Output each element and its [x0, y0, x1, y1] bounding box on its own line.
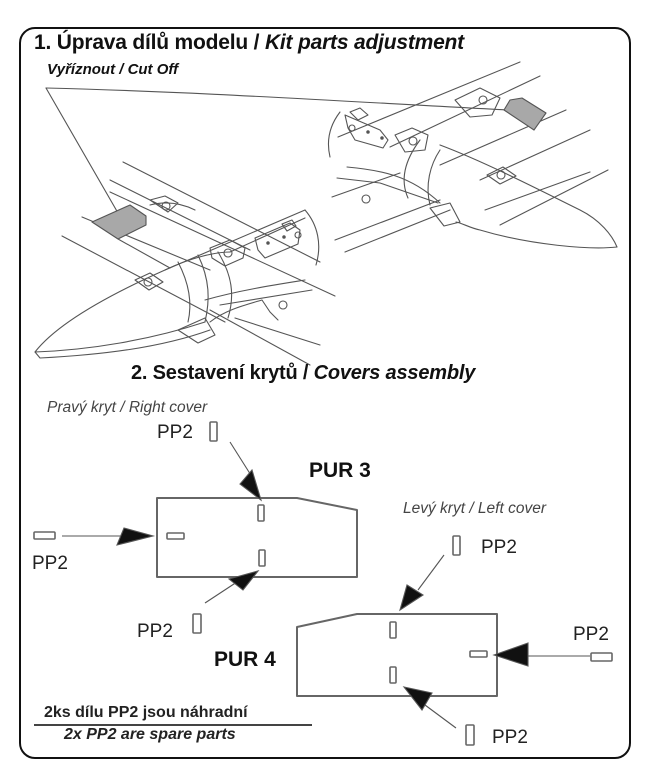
- pur4-cover-outline: [296, 613, 498, 697]
- arrow-pp2-to-pur4-bottom: [402, 686, 457, 729]
- pp2-part-icon: [33, 531, 56, 540]
- pp2-label-pur3-left: PP2: [32, 553, 68, 574]
- section2-number: 2.: [131, 362, 148, 384]
- spare-note-en: 2x PP2 are spare parts: [64, 726, 236, 743]
- section2-title-cz: Sestavení krytů /: [152, 362, 309, 384]
- right-cover-label: Pravý kryt / Right cover: [47, 399, 208, 416]
- cutoff-panel-right: [503, 97, 547, 131]
- pur4-slot-bottom: [389, 666, 397, 684]
- pur3-slot-left: [166, 532, 185, 540]
- pur4-slot-right: [469, 650, 488, 658]
- section2-title-en: Covers assembly: [313, 362, 476, 384]
- section1-title-en: Kit parts adjustment: [264, 31, 464, 54]
- instruction-frame: [19, 27, 631, 759]
- pur4-label: PUR 4: [214, 648, 276, 671]
- arrow-pp2-to-pur4-right: [492, 642, 590, 667]
- pp2-label-pur3-top: PP2: [157, 422, 193, 443]
- pp2-part-icon: [452, 535, 461, 556]
- left-cover-label: Levý kryt / Left cover: [403, 500, 546, 517]
- section1-title-cz: Úprava dílů modelu /: [56, 31, 260, 54]
- pp2-label-pur4-right: PP2: [573, 624, 609, 645]
- pur3-cover-outline: [156, 497, 358, 578]
- cutoff-panel-left: [91, 204, 147, 240]
- pp2-label-pur4-top: PP2: [481, 537, 517, 558]
- cutoff-leader-lines: [45, 87, 509, 214]
- section1-heading: 1. Úprava dílů modelu / Kit parts adjust…: [34, 31, 464, 55]
- section1-number: 1.: [34, 31, 52, 54]
- pp2-label-pur3-bottom: PP2: [137, 621, 173, 642]
- pur4-slot-top: [389, 621, 397, 639]
- left-nacelle-drawing: [34, 161, 336, 366]
- arrow-pp2-to-pur3-top: [229, 441, 263, 502]
- arrow-pp2-to-pur3-left: [62, 527, 156, 546]
- cutoff-callout-label: Vyříznout / Cut Off: [47, 61, 179, 78]
- pp2-part-icon: [590, 652, 613, 662]
- spare-note-divider: [34, 724, 312, 726]
- arrow-pp2-to-pur3-bottom: [204, 570, 260, 604]
- arrow-pp2-to-pur4-top: [399, 554, 445, 612]
- right-nacelle-drawing: [327, 61, 618, 253]
- pp2-part-icon: [192, 613, 202, 634]
- spare-note-cz: 2ks dílu PP2 jsou náhradní: [44, 704, 248, 721]
- pur3-slot-bottom: [258, 549, 266, 567]
- pur3-slot-top: [257, 504, 265, 522]
- pp2-part-icon: [465, 724, 475, 746]
- pp2-part-icon: [209, 421, 218, 442]
- section2-heading: 2. Sestavení krytů / Covers assembly: [131, 362, 475, 385]
- pur3-label: PUR 3: [309, 459, 371, 482]
- pp2-label-pur4-bottom: PP2: [492, 727, 528, 748]
